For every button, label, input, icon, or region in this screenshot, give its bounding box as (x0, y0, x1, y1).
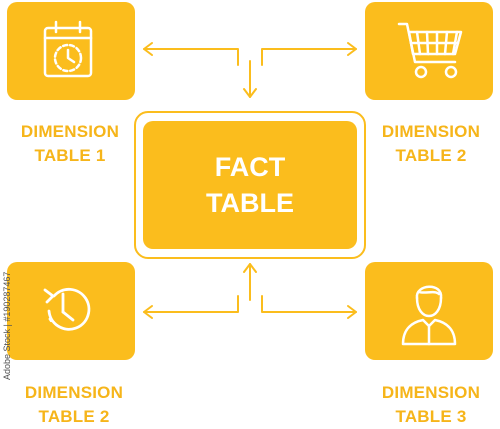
stock-watermark: Adobe Stock | #190287467 (2, 271, 12, 380)
time-history-icon (43, 287, 91, 331)
dimension-tile-top-right (365, 2, 493, 100)
dimension-label-bottom-right: DIMENSION TABLE 3 (381, 383, 481, 426)
dimension-tile-bottom-right (365, 262, 493, 360)
dimension-tile-top-left (7, 2, 135, 100)
person-icon (401, 285, 457, 346)
dimension-label-top-right: DIMENSION TABLE 2 (381, 122, 481, 165)
dimension-label-bottom-left: DIMENSION TABLE 2 (24, 383, 124, 426)
shopping-cart-icon (397, 22, 463, 79)
fact-table-title-line1: FACT (214, 152, 286, 182)
fact-table-frame (134, 111, 366, 259)
calendar-clock-icon (43, 20, 93, 78)
fact-table-title-line2: TABLE (206, 188, 294, 218)
dimension-tile-bottom-left (7, 262, 135, 360)
dimension-label-top-left: DIMENSION TABLE 1 (20, 122, 120, 165)
fact-table-box: FACT TABLE (143, 121, 357, 249)
